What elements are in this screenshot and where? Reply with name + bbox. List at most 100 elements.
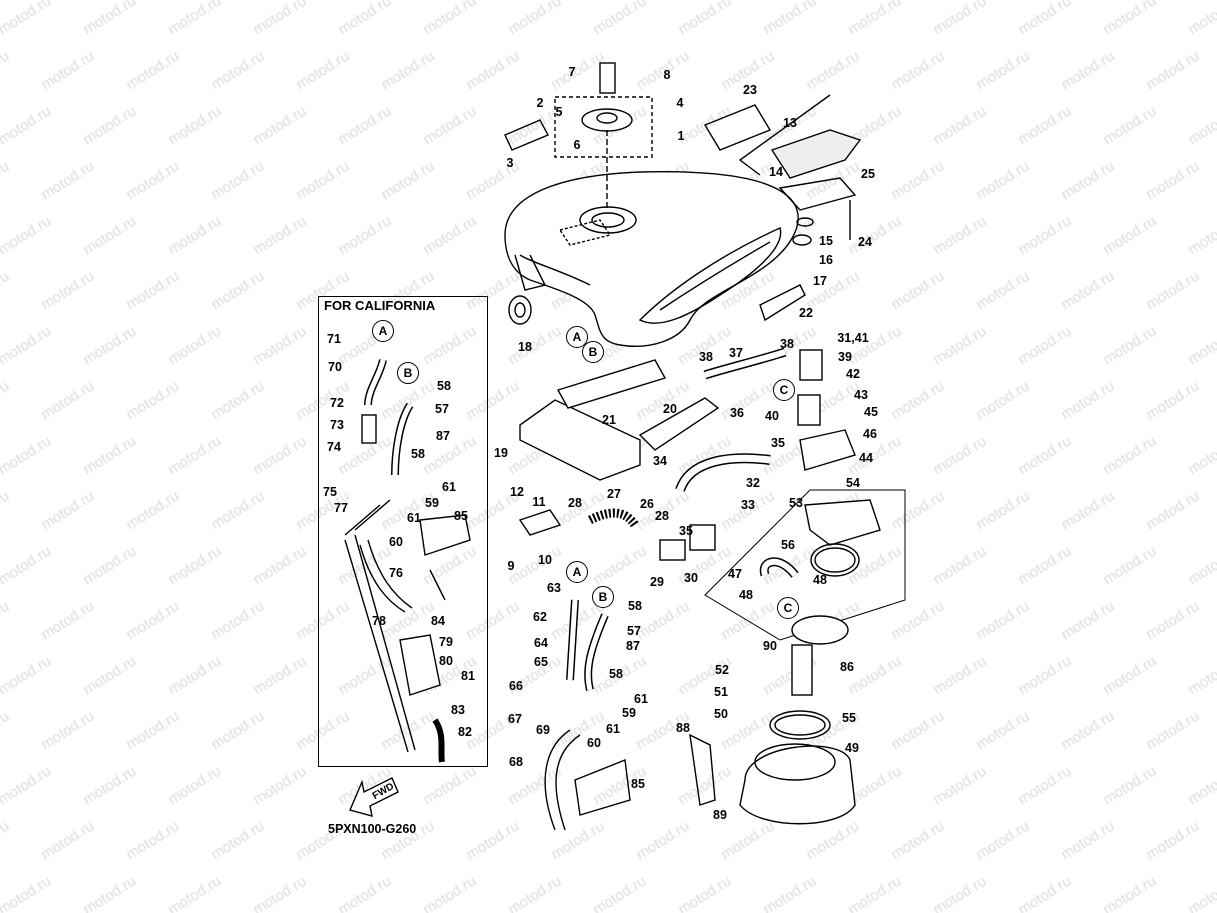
part-callout-64: 64 — [534, 636, 548, 650]
part-callout-42: 42 — [846, 367, 860, 381]
part-callout-20: 20 — [663, 402, 677, 416]
part-callout-10: 10 — [538, 553, 552, 567]
inset-part-callout-61: 61 — [407, 511, 421, 525]
inset-part-callout-85: 85 — [454, 509, 468, 523]
part-callout-35: 35 — [771, 436, 785, 450]
inset-connector-marker-a: A — [372, 320, 394, 342]
part-callout-24: 24 — [858, 235, 872, 249]
inset-connector-marker-b: B — [397, 362, 419, 384]
inset-part-callout-57: 57 — [435, 402, 449, 416]
part-callout-23: 23 — [743, 83, 757, 97]
part-callout-45: 45 — [864, 405, 878, 419]
inset-part-callout-70: 70 — [328, 360, 342, 374]
inset-part-callout-80: 80 — [439, 654, 453, 668]
part-callout-49: 49 — [845, 741, 859, 755]
inset-part-callout-59: 59 — [425, 496, 439, 510]
inset-part-callout-75: 75 — [323, 485, 337, 499]
connector-marker-a: A — [566, 326, 588, 348]
fuel-tank — [504, 171, 799, 347]
part-callout-66: 66 — [509, 679, 523, 693]
inset-part-callout-83: 83 — [451, 703, 465, 717]
part-callout-25: 25 — [861, 167, 875, 181]
part-callout-30: 30 — [684, 571, 698, 585]
part-callout-57: 57 — [627, 624, 641, 638]
connector-marker-a: A — [566, 561, 588, 583]
part-callout-58: 58 — [609, 667, 623, 681]
part-callout-29: 29 — [650, 575, 664, 589]
part-callout-69: 69 — [536, 723, 550, 737]
part-callout-5: 5 — [555, 105, 563, 119]
part-callout-18: 18 — [518, 340, 532, 354]
part-callout-56: 56 — [781, 538, 795, 552]
part-callout-1: 1 — [677, 129, 685, 143]
part-callout-14: 14 — [769, 165, 783, 179]
part-callout-37: 37 — [729, 346, 743, 360]
inset-part-callout-76: 76 — [389, 566, 403, 580]
part-callout-33: 33 — [741, 498, 755, 512]
connector-marker-b: B — [592, 586, 614, 608]
inset-title: FOR CALIFORNIA — [324, 298, 436, 313]
part-callout-58: 58 — [628, 599, 642, 613]
part-callout-51: 51 — [714, 685, 728, 699]
inset-part-callout-58: 58 — [437, 379, 451, 393]
inset-part-callout-72: 72 — [330, 396, 344, 410]
drawing-code: 5PXN100-G260 — [328, 822, 417, 836]
inset-part-callout-87: 87 — [436, 429, 450, 443]
part-callout-32: 32 — [746, 476, 760, 490]
part-callout-12: 12 — [510, 485, 524, 499]
inset-part-callout-79: 79 — [439, 635, 453, 649]
part-callout-27: 27 — [607, 487, 621, 501]
part-callout-52: 52 — [715, 663, 729, 677]
inset-part-callout-73: 73 — [330, 418, 344, 432]
part-callout-7: 7 — [568, 65, 576, 79]
part-callout-39: 39 — [838, 350, 852, 364]
part-callout-47: 47 — [728, 567, 742, 581]
connector-marker-b: B — [582, 341, 604, 363]
part-callout-19: 19 — [494, 446, 508, 460]
inset-part-callout-81: 81 — [461, 669, 475, 683]
california-inset-frame — [318, 296, 488, 767]
part-callout-88: 88 — [676, 721, 690, 735]
part-callout-38: 38 — [699, 350, 713, 364]
part-callout-34: 34 — [653, 454, 667, 468]
part-callout-53: 53 — [789, 496, 803, 510]
part-callout-43: 43 — [854, 388, 868, 402]
part-callout-31-41: 31,41 — [837, 331, 869, 345]
part-callout-21: 21 — [602, 413, 616, 427]
connector-marker-c: C — [773, 379, 795, 401]
part-callout-54: 54 — [846, 476, 860, 490]
inset-part-callout-77: 77 — [334, 501, 348, 515]
part-callout-44: 44 — [859, 451, 873, 465]
part-callout-65: 65 — [534, 655, 548, 669]
part-callout-86: 86 — [840, 660, 854, 674]
part-callout-55: 55 — [842, 711, 856, 725]
part-callout-2: 2 — [536, 96, 544, 110]
inset-part-callout-84: 84 — [431, 614, 445, 628]
part-callout-59: 59 — [622, 706, 636, 720]
part-callout-61: 61 — [634, 692, 648, 706]
part-callout-28: 28 — [655, 509, 669, 523]
inset-part-callout-60: 60 — [389, 535, 403, 549]
part-callout-9: 9 — [507, 559, 515, 573]
part-callout-15: 15 — [819, 234, 833, 248]
part-callout-68: 68 — [509, 755, 523, 769]
part-callout-48: 48 — [739, 588, 753, 602]
part-callout-38: 38 — [780, 337, 794, 351]
part-callout-48: 48 — [813, 573, 827, 587]
part-callout-61: 61 — [606, 722, 620, 736]
part-callout-11: 11 — [532, 495, 546, 509]
part-callout-46: 46 — [863, 427, 877, 441]
part-callout-3: 3 — [506, 156, 514, 170]
part-callout-8: 8 — [663, 68, 671, 82]
inset-part-callout-74: 74 — [327, 440, 341, 454]
inset-part-callout-71: 71 — [327, 332, 341, 346]
part-callout-4: 4 — [676, 96, 684, 110]
inset-part-callout-78: 78 — [372, 614, 386, 628]
part-callout-87: 87 — [626, 639, 640, 653]
inset-part-callout-58: 58 — [411, 447, 425, 461]
part-callout-50: 50 — [714, 707, 728, 721]
connector-marker-c: C — [777, 597, 799, 619]
inset-part-callout-82: 82 — [458, 725, 472, 739]
inset-part-callout-61: 61 — [442, 480, 456, 494]
